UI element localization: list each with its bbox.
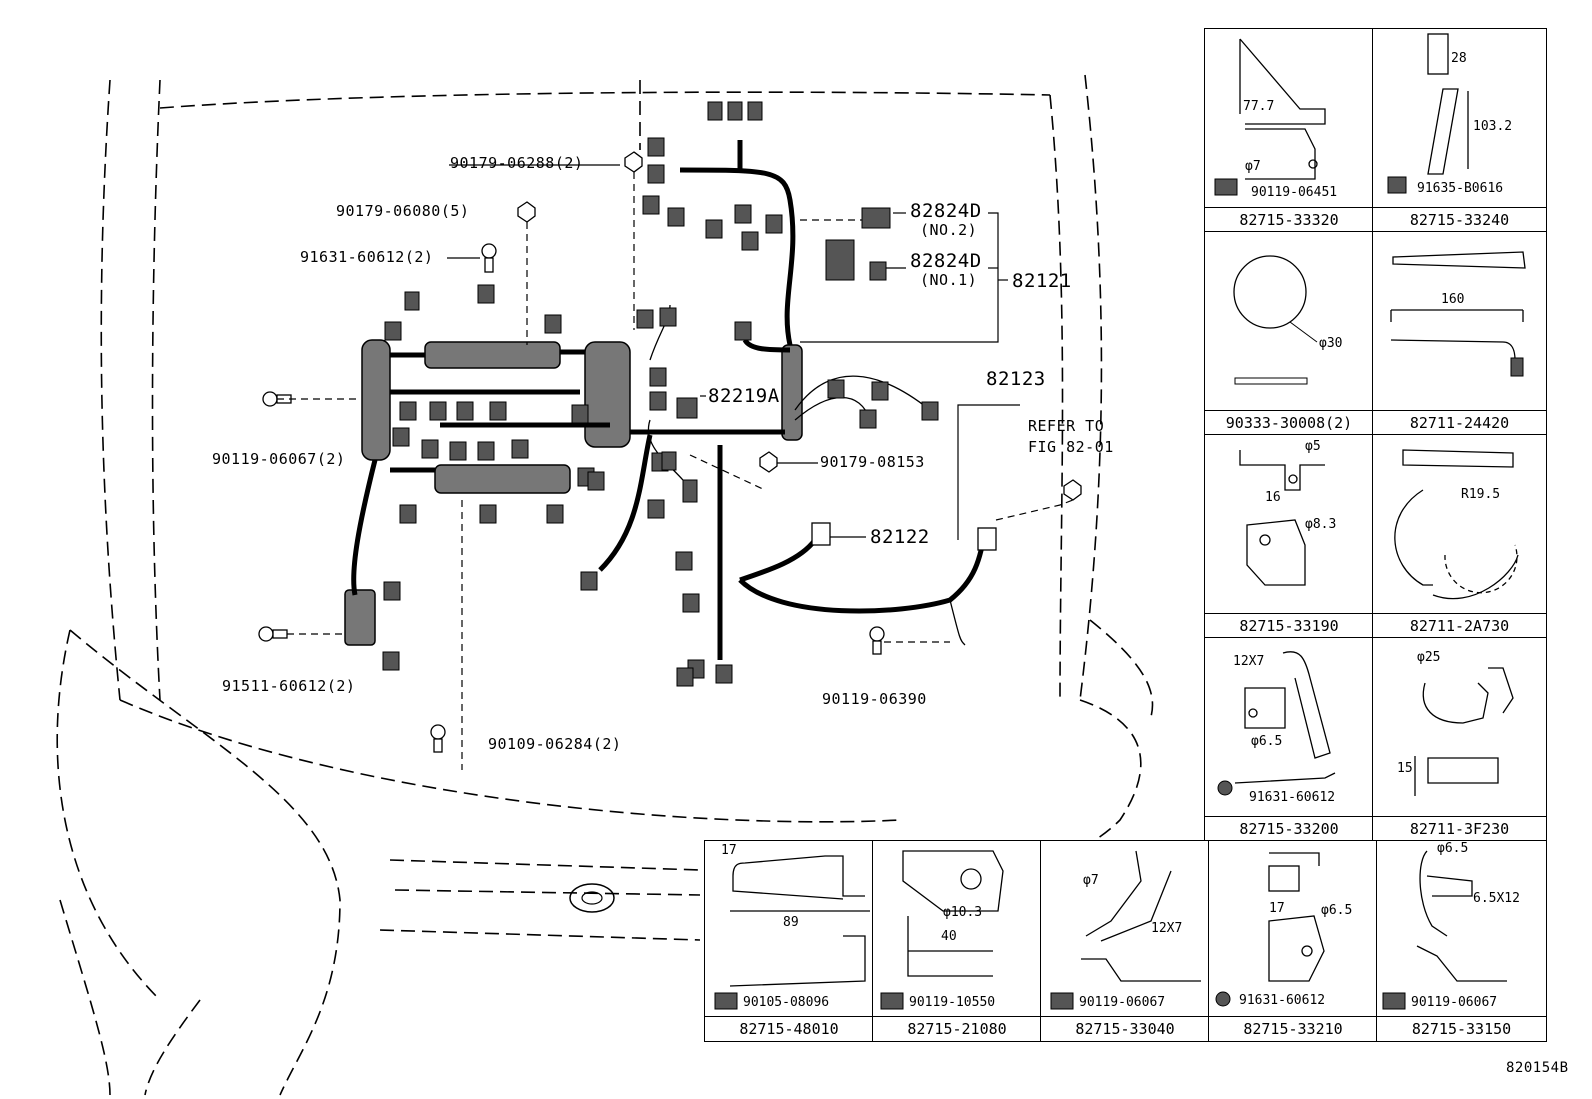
dim-15: 15 <box>1397 761 1413 776</box>
bracket-drawing <box>880 850 1004 1010</box>
bracket-drawing <box>1387 33 1469 194</box>
bracket-drawing <box>1382 850 1507 1010</box>
label-82824d-no2[interactable]: 82824D <box>910 200 982 222</box>
cell-82715-48010[interactable]: 17 89 90105-08096 82715-48010 <box>704 840 874 1042</box>
caption-82715-33200[interactable]: 82715-33200 <box>1205 816 1373 841</box>
dim-40: 40 <box>941 929 957 944</box>
bolt-90119-06451[interactable]: 90119-06451 <box>1251 185 1338 200</box>
label-82219a[interactable]: 82219A <box>708 385 780 407</box>
dim-77-7: 77.7 <box>1243 99 1275 114</box>
dim-phi7: φ7 <box>1083 873 1099 888</box>
tie-drawing <box>1390 251 1526 377</box>
label-90179-06080[interactable]: 90179-06080(5) <box>336 202 470 220</box>
dim-6-5x12: 6.5X12 <box>1473 891 1520 906</box>
caption-82711-24420[interactable]: 82711-24420 <box>1373 410 1546 435</box>
dim-phi7: φ7 <box>1245 159 1261 174</box>
dim-phi30: φ30 <box>1319 336 1343 351</box>
caption-82715-33150[interactable]: 82715-33150 <box>1377 1016 1546 1041</box>
caption-82711-3f230[interactable]: 82711-3F230 <box>1373 816 1546 841</box>
dim-phi5: φ5 <box>1305 439 1321 454</box>
cell-82715-33200[interactable]: 12X7 φ6.5 91631-60612 82715-33200 <box>1204 637 1374 842</box>
dim-phi6-5: φ6.5 <box>1437 841 1469 856</box>
bolt-91635-b0616[interactable]: 91635-B0616 <box>1417 181 1504 196</box>
dim-phi25: φ25 <box>1417 650 1441 665</box>
bracket-drawing <box>1215 852 1325 1007</box>
cell-82715-33240[interactable]: 28 103.2 91635-B0616 82715-33240 <box>1372 28 1547 233</box>
bracket-drawing <box>1217 651 1336 796</box>
bolt-91631-60612[interactable]: 91631-60612 <box>1249 790 1336 805</box>
bracket-drawing <box>1214 38 1326 196</box>
bolt-90119-10550[interactable]: 90119-10550 <box>909 995 996 1010</box>
bolt-90119-06067[interactable]: 90119-06067 <box>1411 995 1498 1010</box>
harness-drawing <box>56 74 1154 1096</box>
label-no2: (NO.2) <box>920 221 978 239</box>
cell-82715-33150[interactable]: φ6.5 6.5X12 90119-06067 82715-33150 <box>1376 840 1547 1042</box>
label-fig-82-01[interactable]: FIG 82-01 <box>1028 438 1114 456</box>
cell-82715-33040[interactable]: φ7 12X7 90119-06067 82715-33040 <box>1040 840 1210 1042</box>
cell-82711-24420[interactable]: 160 82711-24420 <box>1372 231 1547 436</box>
cell-82715-33320[interactable]: 77.7 φ7 90119-06451 82715-33320 <box>1204 28 1374 233</box>
dim-28: 28 <box>1451 51 1467 66</box>
caption-82715-48010[interactable]: 82715-48010 <box>705 1016 873 1041</box>
label-82123[interactable]: 82123 <box>986 368 1046 390</box>
caption-82715-21080[interactable]: 82715-21080 <box>873 1016 1041 1041</box>
bracket-drawing <box>714 855 870 1010</box>
bracket-drawing <box>1050 850 1201 1010</box>
label-82121[interactable]: 82121 <box>1012 270 1072 292</box>
bolt-90119-06067[interactable]: 90119-06067 <box>1079 995 1166 1010</box>
label-refer-to: REFER TO <box>1028 417 1105 435</box>
bolt-91631-60612[interactable]: 91631-60612 <box>1239 993 1326 1008</box>
label-90109-06284[interactable]: 90109-06284(2) <box>488 735 622 753</box>
caption-82715-33240[interactable]: 82715-33240 <box>1373 207 1546 232</box>
dim-103-2: 103.2 <box>1473 119 1513 134</box>
label-90179-06288[interactable]: 90179-06288(2) <box>450 154 584 172</box>
caption-82715-33040[interactable]: 82715-33040 <box>1041 1016 1209 1041</box>
dim-r19-5: R19.5 <box>1461 487 1501 502</box>
label-no1: (NO.1) <box>920 271 978 289</box>
cell-82711-3f230[interactable]: φ25 15 82711-3F230 <box>1372 637 1547 842</box>
dim-12x7: 12X7 <box>1233 654 1265 669</box>
dim-phi8-3: φ8.3 <box>1305 517 1337 532</box>
label-82122[interactable]: 82122 <box>870 526 930 548</box>
label-90179-08153[interactable]: 90179-08153 <box>820 453 925 471</box>
dim-phi10-3: φ10.3 <box>943 905 983 920</box>
bolt-90105-08096[interactable]: 90105-08096 <box>743 995 830 1010</box>
grommet-drawing <box>1233 255 1318 385</box>
cell-90333-30008[interactable]: φ30 90333-30008(2) <box>1204 231 1374 436</box>
caption-82715-33320[interactable]: 82715-33320 <box>1205 207 1373 232</box>
dim-phi6-5: φ6.5 <box>1251 734 1283 749</box>
dim-17: 17 <box>721 843 737 858</box>
dim-12x7: 12X7 <box>1151 921 1183 936</box>
dim-160: 160 <box>1441 292 1465 307</box>
cell-82715-33210[interactable]: 17 φ6.5 91631-60612 82715-33210 <box>1208 840 1378 1042</box>
dim-16: 16 <box>1265 490 1281 505</box>
caption-82711-2a730[interactable]: 82711-2A730 <box>1373 613 1546 638</box>
figure-id: 820154B <box>1506 1060 1569 1076</box>
caption-90333-30008[interactable]: 90333-30008(2) <box>1205 410 1373 435</box>
bracket-drawing <box>1239 450 1325 586</box>
dim-89: 89 <box>783 915 799 930</box>
dim-17: 17 <box>1269 901 1285 916</box>
cell-82711-2a730[interactable]: R19.5 82711-2A730 <box>1372 434 1547 639</box>
clamp-drawing <box>1414 667 1514 796</box>
caption-82715-33210[interactable]: 82715-33210 <box>1209 1016 1377 1041</box>
cell-82715-21080[interactable]: φ10.3 40 90119-10550 82715-21080 <box>872 840 1042 1042</box>
clamp-drawing <box>1394 449 1519 600</box>
label-90119-06390[interactable]: 90119-06390 <box>822 690 927 708</box>
label-90119-06067[interactable]: 90119-06067(2) <box>212 450 346 468</box>
cell-82715-33190[interactable]: φ5 16 φ8.3 82715-33190 <box>1204 434 1374 639</box>
label-91631-60612[interactable]: 91631-60612(2) <box>300 248 434 266</box>
label-82824d-no1[interactable]: 82824D <box>910 250 982 272</box>
dim-phi6-5: φ6.5 <box>1321 903 1353 918</box>
label-91511-60612[interactable]: 91511-60612(2) <box>222 677 356 695</box>
caption-82715-33190[interactable]: 82715-33190 <box>1205 613 1373 638</box>
